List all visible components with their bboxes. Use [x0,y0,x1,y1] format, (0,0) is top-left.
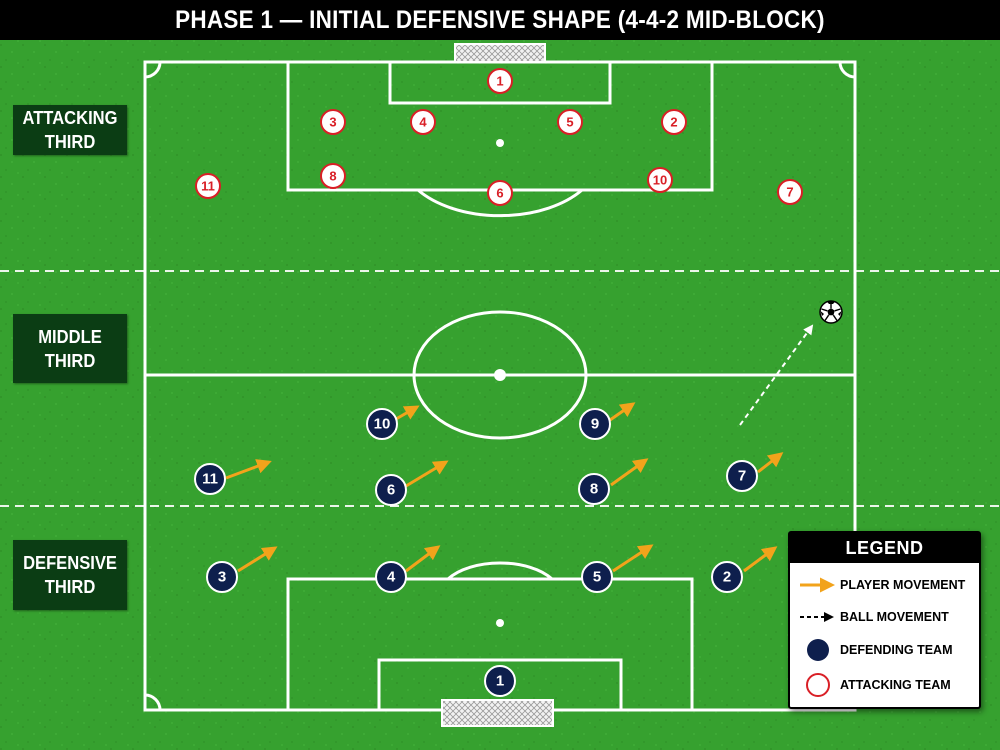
movement-arrow [743,546,778,573]
page-title: PHASE 1 — INITIAL DEFENSIVE SHAPE (4-4-2… [175,5,825,34]
movement-arrow [609,402,636,422]
legend-item-attacking-team: ATTACKING TEAM [790,673,979,697]
attacking-player-marker: 5 [557,109,583,135]
defending-player-number: 2 [723,569,731,586]
attacking-team: 1 3 4 5 2 8 6 10 11 7 [195,68,803,206]
corner-arc-tr [838,61,856,79]
zone-label-line1: MIDDLE [38,326,102,347]
defending-player-number: 4 [387,569,396,586]
movement-arrow [237,546,278,573]
title-bar: PHASE 1 — INITIAL DEFENSIVE SHAPE (4-4-2… [0,0,1000,40]
defending-player-number: 1 [496,673,504,690]
legend-item-ball-movement: BALL MOVEMENT [790,605,979,629]
attacking-player-number: 2 [670,115,677,130]
attacking-player-number: 7 [786,185,793,200]
zone-label-line1: DEFENSIVE [23,553,117,573]
defending-player-number: 5 [593,569,601,586]
zone-label-line2: THIRD [44,132,96,152]
top-goal-net-icon [454,43,546,63]
attacking-player-marker: 8 [320,163,346,189]
dashed-arrow-icon [790,605,840,629]
defending-player-number: 10 [374,416,391,433]
defending-player-marker: 9 [579,408,611,440]
zone-label-defensive-third: DEFENSIVE THIRD [13,540,127,610]
movement-arrow [405,545,441,573]
defending-player-marker: 7 [726,460,758,492]
attacking-player-marker: 10 [647,167,673,193]
soccer-ball-icon [819,300,843,324]
top-penalty-spot [496,139,504,147]
red-ring-icon [790,673,840,697]
legend-title: LEGEND [790,533,979,563]
corner-arc-tl [144,61,162,79]
defending-player-number: 9 [591,416,599,433]
attacking-player-marker: 7 [777,179,803,205]
attacking-player-marker: 6 [487,180,513,206]
corner-arc-bl [144,693,162,711]
defending-player-number: 6 [387,482,395,499]
zone-label-attacking-third: ATTACKING THIRD [13,105,127,155]
legend: LEGEND PLAYER MOVEMENT BALL MOVEMENT DEF… [788,531,981,709]
defending-player-marker: 5 [581,561,613,593]
legend-label: BALL MOVEMENT [840,610,949,624]
attacking-player-number: 6 [496,186,503,201]
attacking-player-marker: 4 [410,109,436,135]
attacking-player-marker: 2 [661,109,687,135]
legend-item-defending-team: DEFENDING TEAM [790,638,979,662]
defending-player-number: 3 [218,569,226,586]
attacking-player-marker: 1 [487,68,513,94]
movement-arrow [612,544,654,573]
movement-arrow [395,405,420,421]
defending-player-marker: 6 [375,474,407,506]
defending-player-marker: 3 [206,561,238,593]
attacking-player-number: 11 [201,179,215,194]
attacking-player-number: 5 [566,115,573,130]
center-circle [412,310,588,440]
attacking-player-number: 1 [496,74,503,89]
defending-player-marker: 1 [484,665,516,697]
movement-arrow [610,458,649,487]
center-spot [494,369,506,381]
defending-player-marker: 11 [194,463,226,495]
legend-item-player-movement: PLAYER MOVEMENT [790,573,979,597]
attacking-player-number: 8 [329,169,336,184]
zone-label-line2: THIRD [44,577,96,597]
movement-arrow [757,452,784,474]
orange-arrow-icon [790,573,840,597]
ball-movement-arrow [739,324,814,426]
attacking-player-marker: 11 [195,173,221,199]
movement-arrow [405,460,449,488]
defending-player-number: 11 [202,471,218,488]
player-movement-arrows [225,402,784,573]
legend-label: ATTACKING TEAM [840,678,951,692]
defending-player-number: 7 [738,468,746,485]
attacking-player-number: 4 [419,115,427,130]
top-penalty-arc [417,188,583,218]
defending-player-marker: 8 [578,473,610,505]
defending-player-marker: 2 [711,561,743,593]
movement-arrow [225,459,272,480]
bottom-goal-net-icon [441,699,554,727]
zone-label-middle-third: MIDDLE THIRD [13,314,127,383]
defending-player-marker: 10 [366,408,398,440]
attacking-player-number: 3 [329,115,336,130]
bottom-penalty-arc [446,561,554,581]
defending-player-number: 8 [590,481,598,498]
zone-label-line1: ATTACKING [22,108,118,128]
defending-player-marker: 4 [375,561,407,593]
defending-team: 10 9 11 6 8 7 3 4 5 2 1 [194,408,758,697]
zone-label-line2: THIRD [44,350,96,371]
navy-circle-icon [790,638,840,662]
attacking-player-number: 10 [653,173,667,188]
legend-label: PLAYER MOVEMENT [840,578,966,592]
legend-label: DEFENDING TEAM [840,643,953,657]
bottom-penalty-spot [496,619,504,627]
attacking-player-marker: 3 [320,109,346,135]
